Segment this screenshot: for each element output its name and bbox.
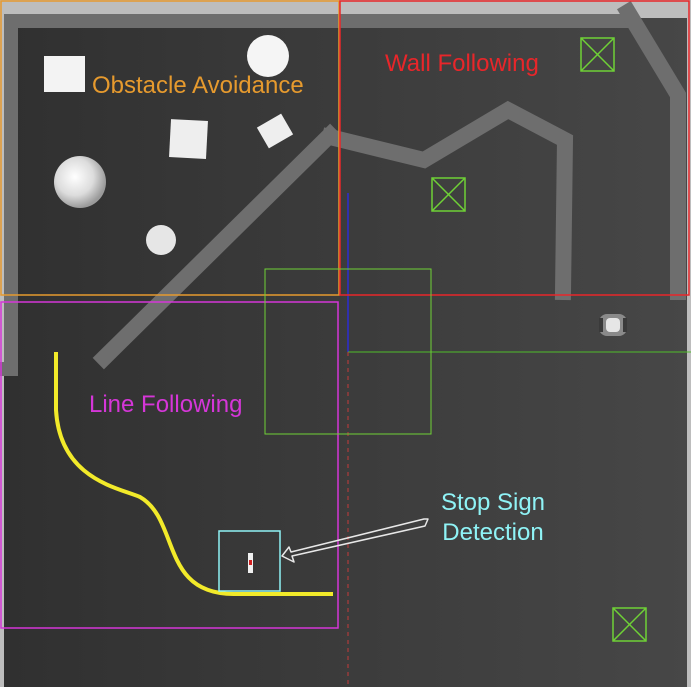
crossed-box-icon (612, 607, 647, 642)
wall-following-label: Wall Following (385, 50, 539, 77)
right-wall (617, 1, 686, 300)
left-wall (4, 14, 18, 376)
perimeter-walls (0, 14, 634, 376)
obstacle-cylinder (247, 35, 289, 77)
obstacle-avoidance-zone (0, 0, 340, 296)
line-following-track (54, 352, 333, 597)
stop-sign-icon (248, 553, 253, 573)
diagonal-wall (92, 123, 342, 370)
crossed-box-icon (431, 177, 466, 212)
crossed-box-icon (580, 37, 615, 72)
obstacles (44, 35, 294, 255)
center-zone (264, 268, 432, 435)
wall-following-zone (339, 0, 690, 296)
obstacle-cylinder (146, 225, 176, 255)
obstacle-box (44, 56, 85, 92)
robot-icon (599, 314, 627, 336)
line-following-label: Line Following (89, 391, 243, 418)
line-following-zone (0, 301, 339, 629)
zigzag-wall (320, 100, 574, 301)
stop-sign-zone (218, 530, 281, 592)
obstacle-sphere (54, 156, 106, 208)
interior-walls (92, 1, 686, 370)
arrow-icon (281, 518, 429, 563)
obstacle-box (256, 113, 294, 149)
stop-sign-detection-label: Stop Sign Detection (440, 489, 546, 546)
obstacle-box (169, 119, 208, 159)
bottom-left-wall (0, 362, 18, 376)
top-wall (4, 14, 634, 28)
obstacle-avoidance-label: Obstacle Avoidance (92, 72, 304, 99)
